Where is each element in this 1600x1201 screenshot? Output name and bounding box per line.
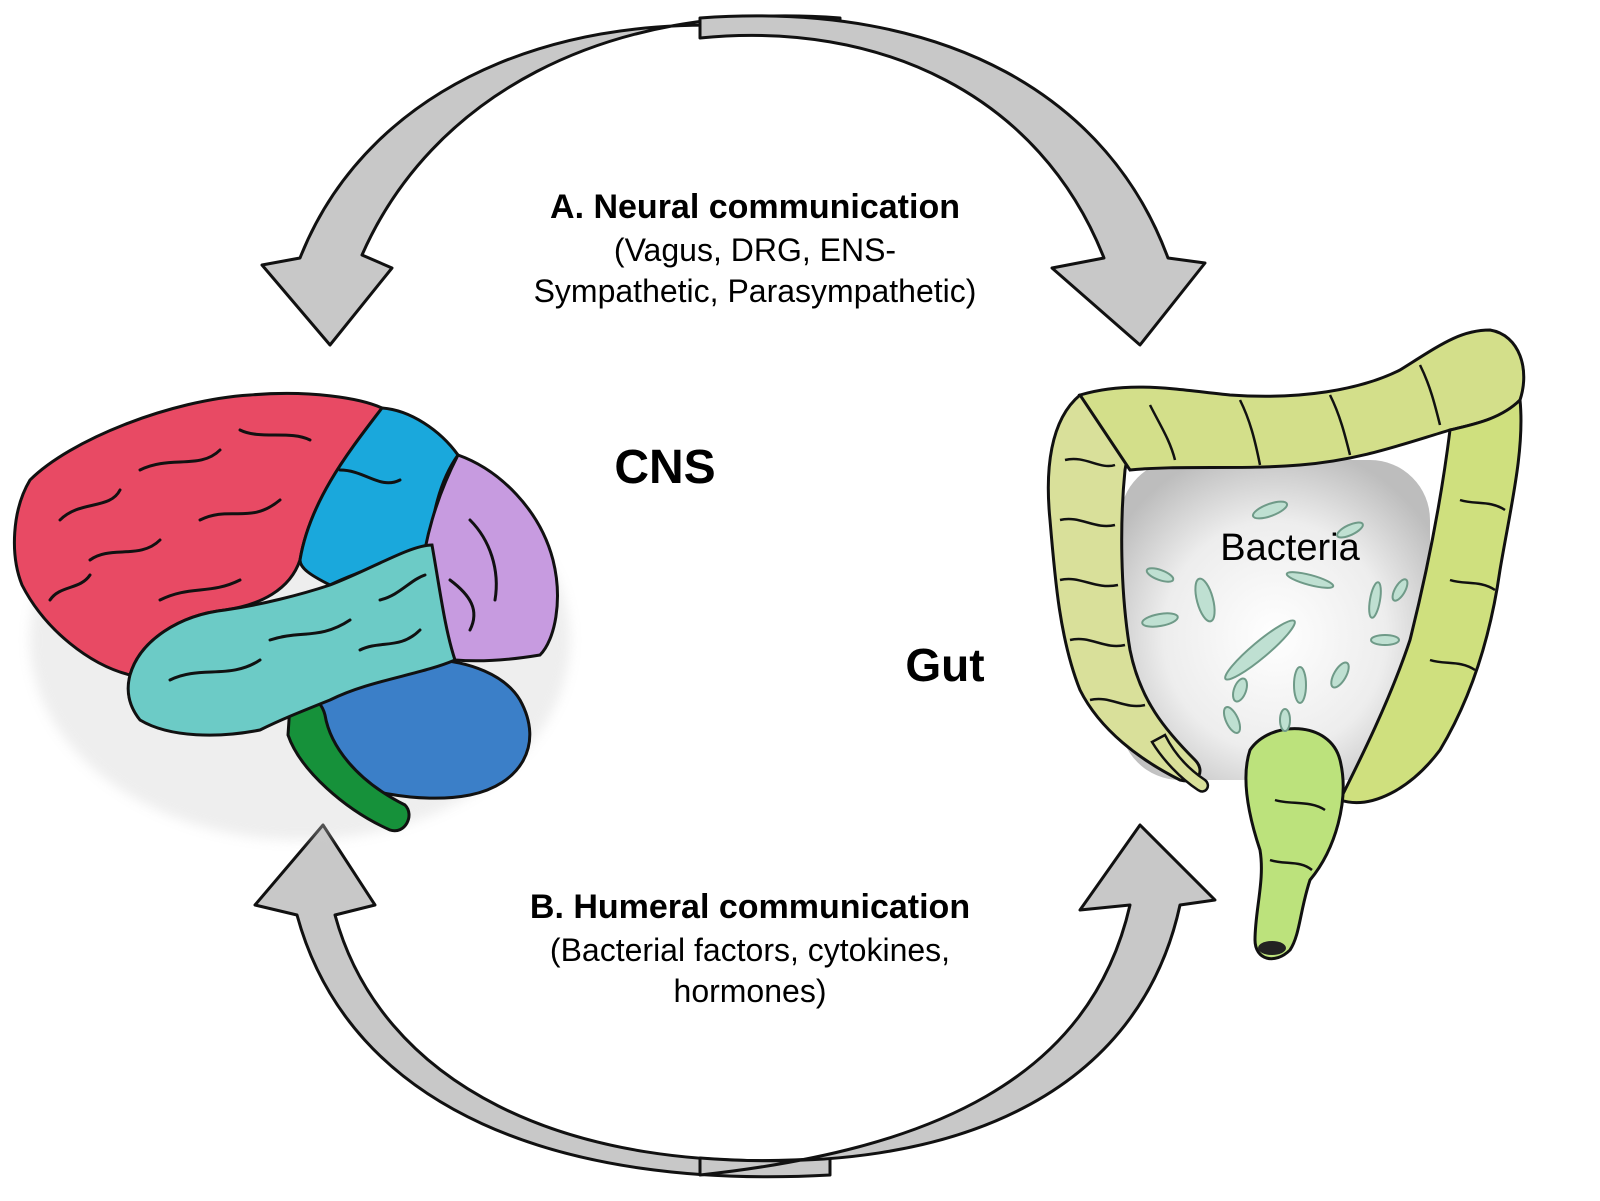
- rectum: [1244, 727, 1345, 961]
- bacteria-icon: [1391, 578, 1409, 602]
- gut-label: Gut: [905, 639, 985, 691]
- bacteria-icon: [1285, 571, 1335, 589]
- bacteria-icon: [1330, 661, 1350, 689]
- neural-arrow: [260, 14, 1207, 347]
- colon-illustration: [1046, 328, 1526, 961]
- temporal-lobe-region: [126, 543, 457, 737]
- descending-colon: [1337, 396, 1523, 805]
- brainstem-region: [286, 694, 411, 833]
- bacteria-icon: [1251, 500, 1289, 520]
- neural-communication-detail-2: Sympathetic, Parasympathetic): [533, 273, 977, 309]
- humeral-communication-detail-2: hormones): [673, 973, 827, 1009]
- humeral-arrow-right-icon: [698, 823, 1217, 1177]
- bacteria-cluster: [1141, 500, 1409, 734]
- frontal-lobe-region: [13, 392, 385, 677]
- neural-communication-title: A. Neural communication: [550, 188, 960, 226]
- appendix: [1150, 733, 1210, 793]
- neural-arrow-right-icon: [698, 14, 1207, 347]
- colon-haustra: [1059, 364, 1506, 872]
- bacteria-icon: [1145, 567, 1175, 583]
- rectum-opening: [1258, 941, 1286, 955]
- humeral-communication-title: B. Humeral communication: [529, 888, 971, 926]
- bacteria-icon: [1224, 619, 1296, 681]
- bacteria-icon: [1370, 634, 1400, 646]
- brain-illustration: [13, 392, 570, 840]
- gut-lumen-shading: [1120, 460, 1430, 780]
- neural-communication-detail-1: (Vagus, DRG, ENS-: [613, 232, 897, 268]
- transverse-colon: [1077, 328, 1526, 472]
- bacteria-icon: [1279, 708, 1291, 732]
- humeral-arrow: [253, 823, 1217, 1179]
- bacteria-icon: [1141, 612, 1179, 628]
- bacteria-icon: [1194, 577, 1216, 623]
- bacteria-icon: [1336, 521, 1364, 539]
- cns-label: CNS: [614, 441, 716, 494]
- bacteria-icon: [1232, 677, 1248, 703]
- bacteria-icon: [1222, 706, 1242, 734]
- neural-arrow-left-icon: [260, 14, 842, 347]
- bacteria-label: Bacteria: [1220, 527, 1360, 569]
- bacteria-icon: [1293, 666, 1307, 704]
- bacteria-icon: [1368, 581, 1382, 619]
- brain-sulci: [48, 428, 498, 682]
- humeral-arrow-left-icon: [253, 823, 832, 1179]
- humeral-communication-detail-1: (Bacterial factors, cytokines,: [549, 932, 951, 968]
